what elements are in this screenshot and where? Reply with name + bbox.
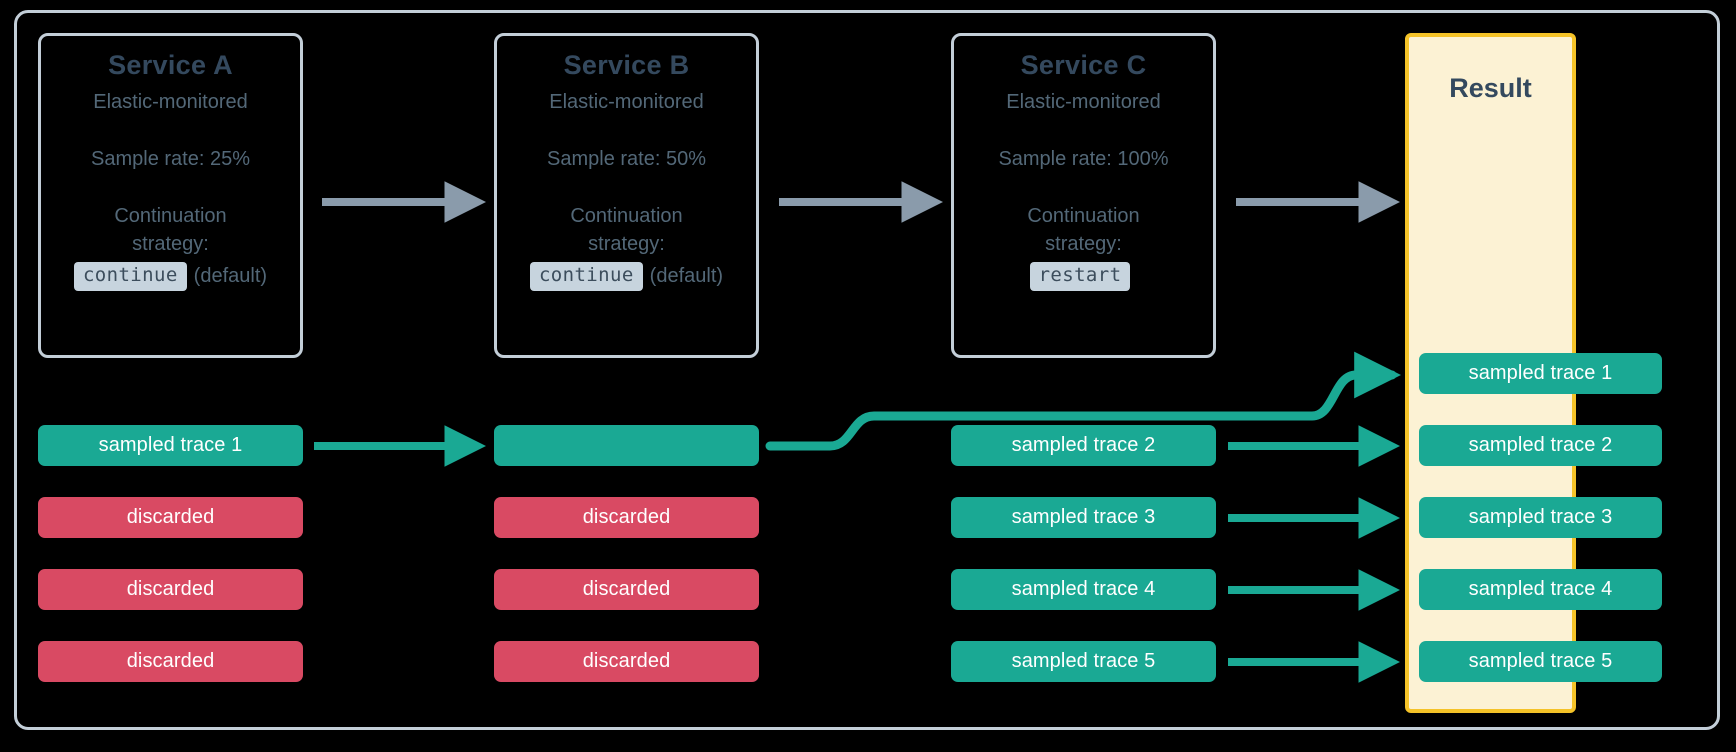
service-a-title: Service A [108,50,233,80]
trace-bar-b-1 [494,425,759,466]
service-c-strategy-value: restart [1029,262,1131,292]
trace-bar-b-3: discarded [494,569,759,610]
service-b-strategy-note: (default) [649,265,724,288]
service-c-strategy-row: restart [954,262,1213,292]
trace-bar-a-2: discarded [38,497,303,538]
trace-bar-b-4: discarded [494,641,759,682]
result-trace-bar-5: sampled trace 5 [1419,641,1662,682]
trace-bar-c-2: sampled trace 3 [951,497,1216,538]
service-c-strategy-line1: Continuation [1027,205,1140,228]
service-a-strategy-line2: strategy: [132,232,209,255]
result-trace-bar-4: sampled trace 4 [1419,569,1662,610]
service-box-a: Service A Elastic-monitored Sample rate:… [38,33,303,358]
service-b-strategy-label: Continuation strategy: [497,203,756,258]
trace-bar-a-3: discarded [38,569,303,610]
service-a-sample-rate: Sample rate: 25% [91,148,250,171]
service-c-sample-rate: Sample rate: 100% [998,148,1169,171]
service-c-strategy-label: Continuation strategy: [954,203,1213,258]
service-a-strategy-row: continue (default) [41,262,300,292]
service-box-b: Service B Elastic-monitored Sample rate:… [494,33,759,358]
service-c-strategy-line2: strategy: [1045,232,1122,255]
service-a-strategy-line1: Continuation [114,205,227,228]
service-b-sample-rate: Sample rate: 50% [547,148,706,171]
service-box-c: Service C Elastic-monitored Sample rate:… [951,33,1216,358]
result-title: Result [1449,73,1532,103]
service-b-strategy-row: continue (default) [497,262,756,292]
service-a-strategy-note: (default) [193,265,268,288]
trace-bar-c-4: sampled trace 5 [951,641,1216,682]
service-b-strategy-value: continue [529,262,643,292]
service-b-strategy-line2: strategy: [588,232,665,255]
result-trace-bar-2: sampled trace 2 [1419,425,1662,466]
trace-bar-a-1: sampled trace 1 [38,425,303,466]
service-b-monitored: Elastic-monitored [549,91,704,114]
trace-bar-b-2: discarded [494,497,759,538]
service-b-strategy-line1: Continuation [570,205,683,228]
trace-bar-c-3: sampled trace 4 [951,569,1216,610]
service-c-monitored: Elastic-monitored [1006,91,1161,114]
result-trace-bar-3: sampled trace 3 [1419,497,1662,538]
service-b-title: Service B [563,50,690,80]
trace-bar-c-1: sampled trace 2 [951,425,1216,466]
service-c-title: Service C [1020,50,1147,80]
result-trace-bar-1: sampled trace 1 [1419,353,1662,394]
service-a-strategy-label: Continuation strategy: [41,203,300,258]
trace-bar-a-4: discarded [38,641,303,682]
service-a-monitored: Elastic-monitored [93,91,248,114]
service-a-strategy-value: continue [73,262,187,292]
